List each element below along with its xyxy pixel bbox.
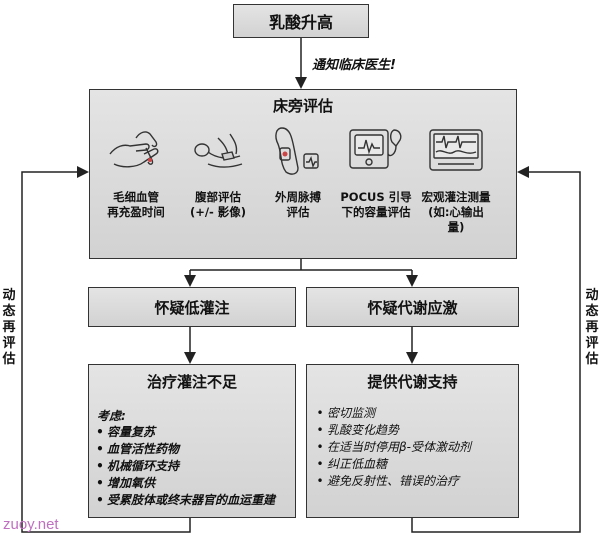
treat-title: 治疗灌注不足 xyxy=(146,373,237,391)
side-char: 再 xyxy=(585,320,599,335)
caption-line: POCUS 引导 xyxy=(340,190,412,204)
branch-right-title: 怀疑代谢应激 xyxy=(367,298,458,317)
treat-list: 容量复苏 血管活性药物 机械循环支持 增加氧供 受累肢体或终末器官的血运重建 xyxy=(93,424,275,509)
notify-label: 通知临床医生! xyxy=(312,58,396,73)
list-item: 在适当时停用β-受体激动剂 xyxy=(313,439,471,456)
hemodynamic-monitor-icon xyxy=(426,124,486,178)
list-item: 密切监测 xyxy=(313,405,471,422)
caption-pocus: POCUS 引导 下的容量评估 xyxy=(334,190,418,220)
list-item: 受累肢体或终末器官的血运重建 xyxy=(93,492,275,509)
caption-peripheral-pulse: 外周脉搏 评估 xyxy=(256,190,340,220)
support-title: 提供代谢支持 xyxy=(367,373,458,391)
caption-capillary-refill: 毛细血管 再充盈时间 xyxy=(94,190,178,220)
treat-hypoperfusion-box: 治疗灌注不足 考虑: 容量复苏 血管活性药物 机械循环支持 增加氧供 受累肢体或… xyxy=(88,364,296,518)
list-item: 增加氧供 xyxy=(93,475,275,492)
caption-line: 宏观灌注测量 xyxy=(421,190,491,204)
list-item: 机械循环支持 xyxy=(93,458,275,475)
list-item: 容量复苏 xyxy=(93,424,275,441)
suspected-hypoperfusion-box: 怀疑低灌注 xyxy=(88,287,296,327)
top-title: 乳酸升高 xyxy=(268,13,333,32)
side-char: 评 xyxy=(2,336,16,351)
list-item: 纠正低血糖 xyxy=(313,456,471,473)
list-item: 乳酸变化趋势 xyxy=(313,422,471,439)
caption-line: 再充盈时间 xyxy=(107,205,165,219)
lactate-elevated-box: 乳酸升高 xyxy=(233,4,369,38)
bedside-assessment-box: 床旁评估 xyxy=(89,89,517,259)
consider-label: 考虑: xyxy=(97,409,126,423)
caption-line: 下的容量评估 xyxy=(341,205,411,219)
side-char: 态 xyxy=(2,304,16,319)
caption-line: 外周脉搏 xyxy=(275,190,321,204)
side-char: 动 xyxy=(585,288,599,303)
branch-left-title: 怀疑低灌注 xyxy=(154,298,230,317)
suspected-metabolic-stress-box: 怀疑代谢应激 xyxy=(306,287,519,327)
side-char: 估 xyxy=(2,352,16,367)
assessment-title: 床旁评估 xyxy=(272,97,333,115)
side-char: 评 xyxy=(585,336,599,351)
watermark: zuoy.net xyxy=(3,516,59,533)
abdominal-exam-icon xyxy=(188,124,248,178)
side-label-right: 动 态 再 评 估 xyxy=(584,288,600,368)
caption-line: 评估 xyxy=(286,205,310,219)
pulse-palpation-icon xyxy=(268,124,328,178)
caption-line: 量) xyxy=(447,220,465,234)
metabolic-support-box: 提供代谢支持 密切监测 乳酸变化趋势 在适当时停用β-受体激动剂 纠正低血糖 避… xyxy=(306,364,519,518)
support-list: 密切监测 乳酸变化趋势 在适当时停用β-受体激动剂 纠正低血糖 避免反射性、错误… xyxy=(313,405,471,490)
ultrasound-machine-icon xyxy=(346,124,406,178)
side-char: 动 xyxy=(2,288,16,303)
caption-line: (如:心输出 xyxy=(428,205,484,219)
caption-abdominal-exam: 腹部评估 (+/- 影像) xyxy=(176,190,260,220)
caption-line: 毛细血管 xyxy=(113,190,159,204)
side-char: 态 xyxy=(585,304,599,319)
list-item: 血管活性药物 xyxy=(93,441,275,458)
caption-macro-perfusion: 宏观灌注测量 (如:心输出 量) xyxy=(414,190,498,235)
side-char: 再 xyxy=(2,320,16,335)
hand-capillary-refill-icon xyxy=(106,124,166,178)
list-item: 避免反射性、错误的治疗 xyxy=(313,473,471,490)
side-char: 估 xyxy=(585,352,599,367)
caption-line: (+/- 影像) xyxy=(189,205,247,219)
caption-line: 腹部评估 xyxy=(195,190,241,204)
side-label-left: 动 态 再 评 估 xyxy=(1,288,17,368)
